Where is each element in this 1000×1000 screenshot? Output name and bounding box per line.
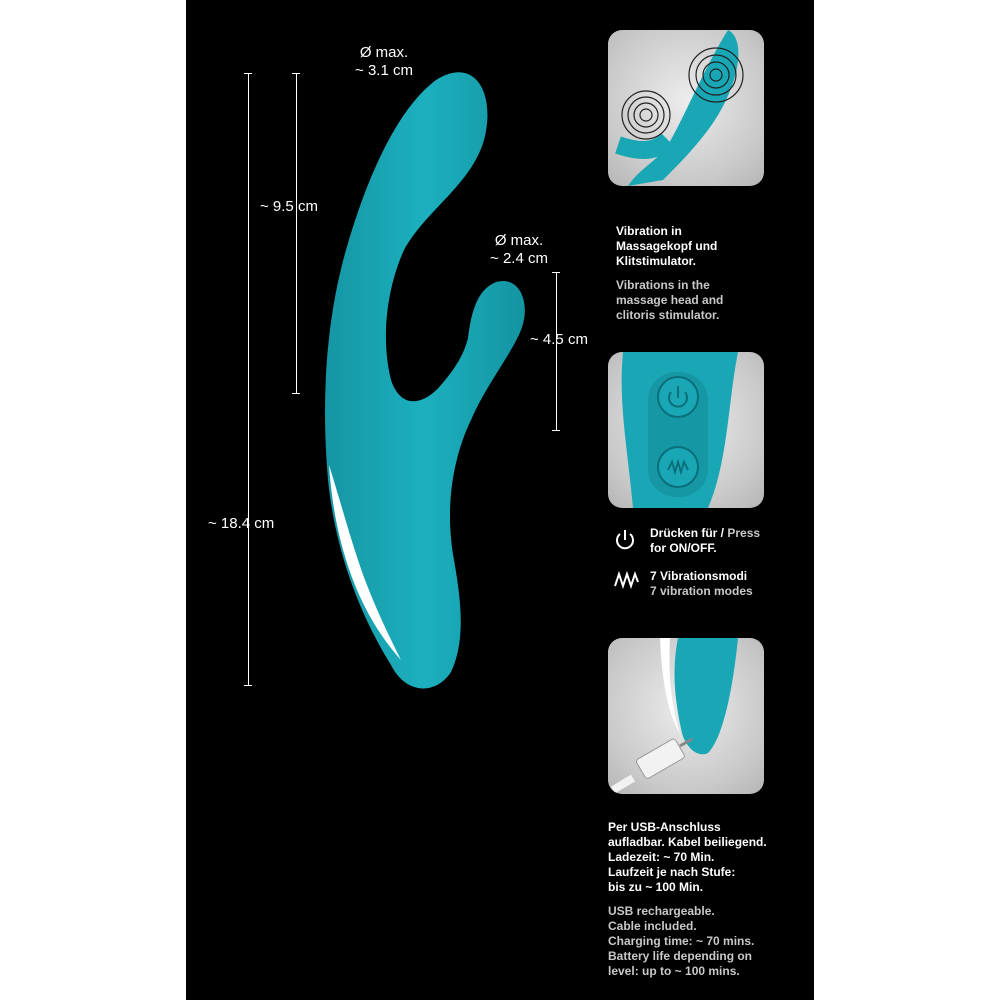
ribbed-crevice [392, 250, 458, 397]
power-en: Press [724, 526, 761, 540]
vibration-rings-icon [621, 47, 744, 140]
tick [292, 73, 300, 74]
caption-line: level: up to ~ 100 mins. [608, 964, 740, 978]
tick [552, 430, 560, 431]
caption-line: aufladbar. Kabel beiliegend. [608, 835, 767, 849]
power-caption: Drücken für / Press for ON/OFF. [650, 526, 760, 556]
caption-line: Cable included. [608, 919, 697, 933]
charging-thumbnail [608, 638, 764, 794]
caption-line: Battery life depending on [608, 949, 753, 963]
caption-line: Charging time: ~ 70 mins. [608, 934, 755, 948]
total-length-line [248, 73, 249, 685]
shaft-diameter-label: Ø max. ~ 3.1 cm [334, 44, 434, 80]
modes-en: 7 vibration modes [650, 584, 753, 598]
caption-line: Vibration in [616, 224, 682, 238]
vibration-wave-icon [613, 570, 639, 595]
caption-line: Vibrations in the [616, 278, 710, 292]
insertable-length-label: ~ 9.5 cm [260, 198, 318, 215]
power-caption-line2: for ON/OFF. [650, 541, 717, 555]
vibration-caption-en: Vibrations in the massage head and clito… [616, 278, 723, 323]
caption-line: Per USB-Anschluss [608, 820, 721, 834]
power-de: Drücken für / [650, 526, 725, 540]
caption-line: Massagekopf und [616, 239, 718, 253]
product-info-panel: Ø max. ~ 3.1 cm Ø max. ~ 2.4 cm ~ 9.5 cm… [186, 0, 814, 1000]
caption-line: clitoris stimulator. [616, 308, 720, 322]
caption-line: Ladezeit: ~ 70 Min. [608, 850, 715, 864]
product-illustration [325, 72, 525, 689]
clit-diameter-line2: ~ 2.4 cm [490, 250, 548, 267]
shaft-diameter-line1: Ø max. [359, 44, 409, 61]
modes-caption: 7 Vibrationsmodi 7 vibration modes [650, 569, 753, 599]
total-length-label: ~ 18.4 cm [208, 515, 275, 532]
charging-caption-en: USB rechargeable. Cable included. Chargi… [608, 904, 754, 979]
clit-length-label: ~ 4.5 cm [530, 331, 588, 348]
caption-line: Laufzeit je nach Stufe: [608, 865, 736, 879]
buttons-thumbnail [608, 352, 764, 508]
modes-de: 7 Vibrationsmodi [650, 569, 748, 583]
power-caption-line1: Drücken für / Press [650, 526, 760, 541]
tick [244, 73, 252, 74]
caption-line: Klitstimulator. [616, 254, 697, 268]
vibration-thumbnail [608, 30, 764, 186]
caption-line: bis zu ~ 100 Min. [608, 880, 704, 894]
power-icon [614, 528, 636, 557]
vibrator-body [325, 72, 525, 689]
tick [244, 685, 252, 686]
clit-length-line [556, 272, 557, 430]
caption-line: USB rechargeable. [608, 904, 715, 918]
charging-caption-de: Per USB-Anschluss aufladbar. Kabel beili… [608, 820, 767, 895]
clit-diameter-label: Ø max. ~ 2.4 cm [469, 232, 569, 268]
shaft-diameter-line2: ~ 3.1 cm [355, 62, 413, 79]
vibration-caption-de: Vibration in Massagekopf und Klitstimula… [616, 224, 717, 269]
tick [552, 272, 560, 273]
tick [292, 393, 300, 394]
caption-line: massage head and [616, 293, 724, 307]
clit-diameter-line1: Ø max. [494, 232, 544, 249]
insertable-length-line [296, 73, 297, 393]
